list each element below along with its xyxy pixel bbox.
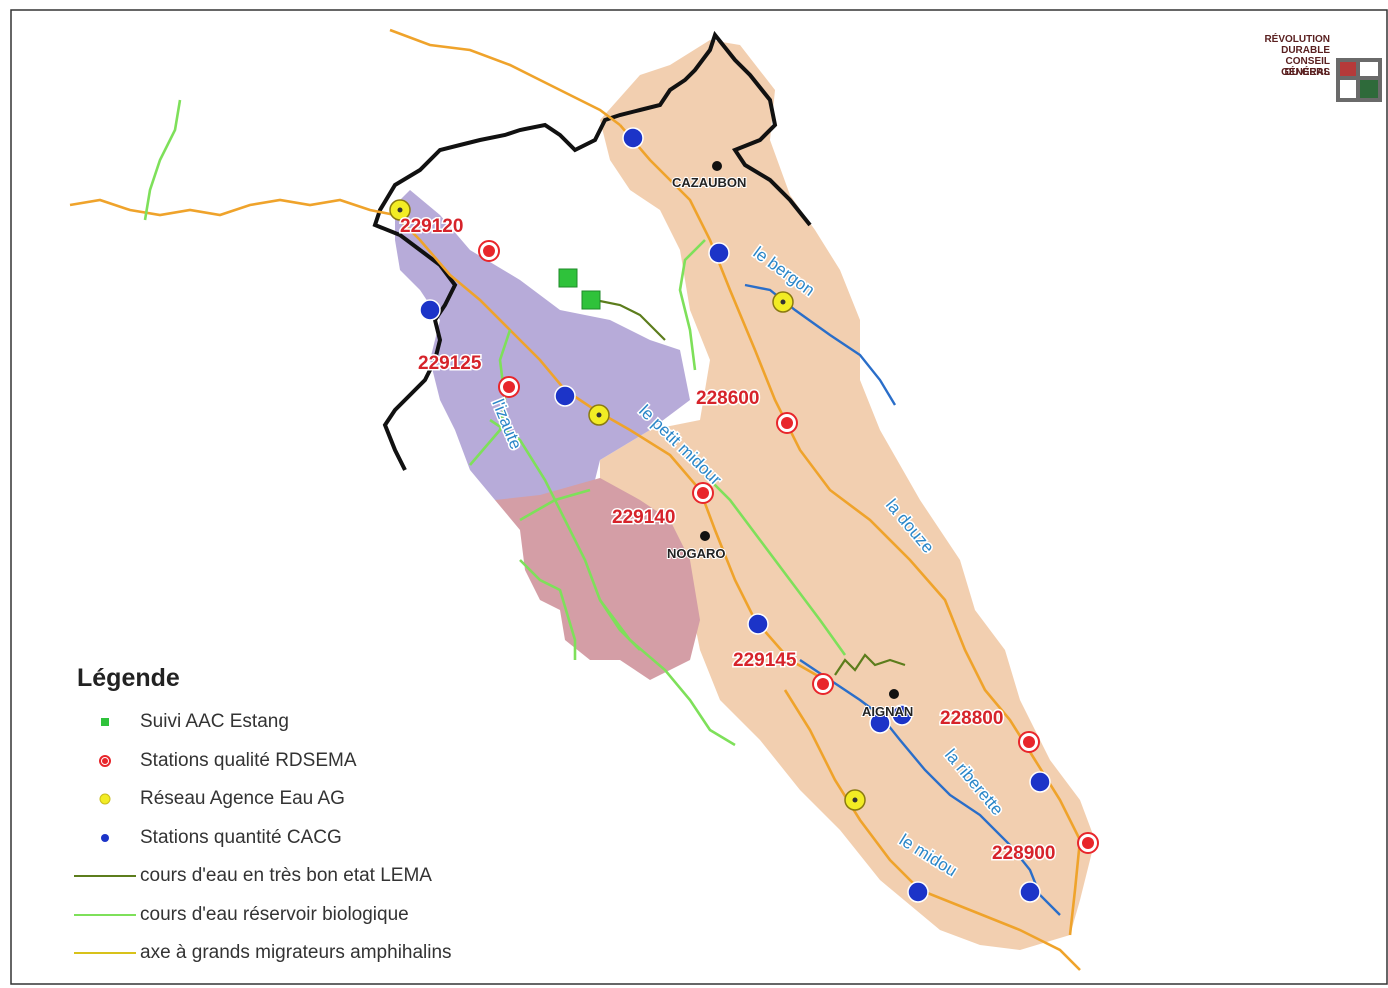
quality-station-dot [781,417,793,429]
agency-stations [389,199,866,811]
red-dot-icon [70,751,140,771]
quantity-station-marker [708,242,730,264]
legend-label: Stations quantité CACG [140,826,342,848]
quantity-station-marker [1019,881,1041,903]
town-label-cazaubon: CAZAUBON [672,175,746,190]
conseil-general-logo: RÉVOLUTION DURABLE CONSEIL GÉNÉRAL DU GE… [1240,34,1386,106]
quantity-station-marker [869,712,891,734]
basin-south [495,478,700,680]
quality-station-dot [503,381,515,393]
quality-station-dot [483,245,495,257]
yellow-line-icon [70,943,140,963]
town-label-nogaro: NOGARO [667,546,726,561]
station-code: 228800 [940,708,1003,729]
station-code: 229125 [418,353,482,374]
quality-station-dot [1082,837,1094,849]
quantity-station-marker [907,881,929,903]
legend-label: Suivi AAC Estang [140,711,289,733]
quantity-station-marker [747,613,769,635]
agency-station-dot [780,299,786,305]
department-boundary [372,30,812,471]
station-code: 229145 [733,650,797,671]
towns: CAZAUBON NOGARO AIGNAN [666,161,914,720]
station-codes: 229120 229125 228600 229140 229145 22880… [399,215,1057,866]
legend-item: Stations qualité RDSEMA [70,742,510,781]
legend-item: Stations quantité CACG [70,819,510,858]
logo-line: DU GERS [1284,67,1330,78]
station-code: 229140 [612,507,675,528]
station-code: 229120 [400,216,463,237]
town-dot [712,161,722,171]
estang-square [558,268,578,288]
logo-emblem-icon [1336,58,1382,102]
town-label-aignan: AIGNAN [862,704,913,719]
quantity-station-marker [622,127,644,149]
quality-stations [478,240,1099,854]
legend-label: axe à grands migrateurs amphihalins [140,942,452,964]
dark-green-line-icon [70,866,140,886]
quality-station-dot [817,678,829,690]
map-legend: Légende Suivi AAC Estang Stations qualit… [70,664,510,973]
agency-station-dot [596,412,602,418]
quantity-station-marker [419,299,441,321]
logo-line: RÉVOLUTION [1264,34,1330,45]
legend-item: Réseau Agence Eau AG [70,780,510,819]
logo-line: DURABLE [1281,45,1330,56]
legend-item: Suivi AAC Estang [70,703,510,742]
map-border [10,9,1388,985]
quantity-station-marker [891,704,913,726]
basin-north [395,190,690,510]
quality-station-dot [697,487,709,499]
legend-label: Stations qualité RDSEMA [140,749,357,771]
quantity-station-marker [554,385,576,407]
estang-square [581,290,601,310]
lema-rivers [594,298,906,676]
town-dot [889,689,899,699]
legend-label: Réseau Agence Eau AG [140,788,345,810]
yellow-dot-icon [70,789,140,809]
light-green-line-icon [70,905,140,925]
legend-title: Légende [77,664,180,692]
quantity-stations [419,127,1051,903]
basin-main [600,40,1095,950]
town-dot [700,531,710,541]
agency-station-dot [852,797,858,803]
logo-line: CONSEIL GÉNÉRAL [1281,56,1330,78]
legend-label: cours d'eau réservoir biologique [140,903,409,925]
agency-station-dot [397,207,403,213]
quality-station-dot [1023,736,1035,748]
legend-item: cours d'eau en très bon etat LEMA [70,857,510,896]
green-square-icon [70,712,140,732]
blue-dot-icon [70,828,140,848]
quantity-station-marker [1029,771,1051,793]
blue-rivers [744,283,1061,916]
green-rivers [143,99,847,747]
station-code: 228600 [696,388,759,409]
station-code: 228900 [992,843,1055,864]
legend-item: axe à grands migrateurs amphihalins [70,934,510,973]
legend-label: cours d'eau en très bon etat LEMA [140,865,432,887]
legend-item: cours d'eau réservoir biologique [70,896,510,935]
